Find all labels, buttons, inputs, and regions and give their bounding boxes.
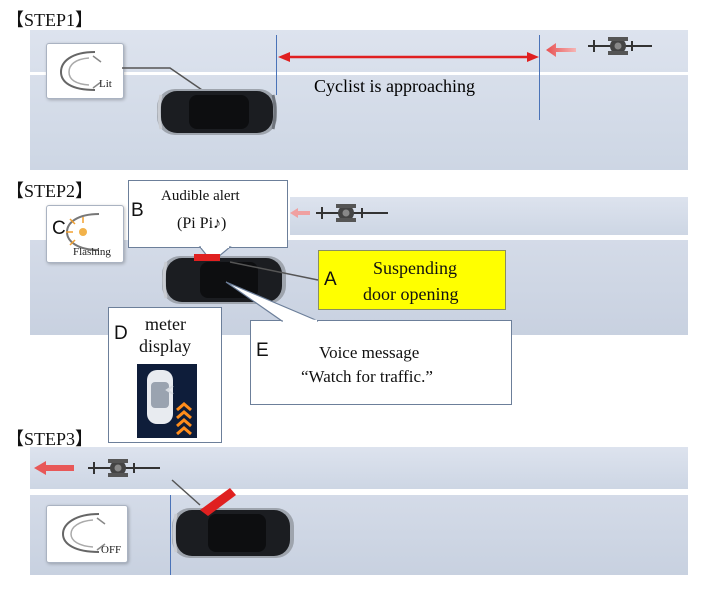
step2-cyclist-icon	[290, 204, 388, 222]
callout-d-line1: meter	[145, 314, 186, 334]
callout-audible-alert: Audible alert (Pi Pi♪)	[128, 180, 288, 248]
step3-departing-cyclist	[34, 459, 160, 477]
callout-a-line1: Suspending	[373, 258, 458, 278]
callout-b-line2: (Pi Pi♪)	[177, 215, 227, 232]
callout-suspending-door: Suspending door opening	[318, 250, 506, 310]
step3-label: 【STEP3】	[6, 429, 94, 449]
callout-meter-display: meter display	[108, 307, 222, 443]
step1-label: 【STEP1】	[6, 10, 94, 30]
callout-voice-message: Voice message “Watch for traffic.”	[250, 320, 512, 405]
step1-approach-arrow	[546, 43, 576, 57]
step1-mirror-indicator: Lit	[46, 43, 124, 99]
callout-a-letter: A	[324, 269, 337, 290]
callout-d-line2: display	[139, 336, 191, 356]
step2-car	[162, 254, 286, 304]
step3-mirror-indicator: OFF	[46, 505, 128, 563]
step1-mirror-status: Lit	[99, 78, 112, 90]
step3-guide-line	[170, 495, 171, 575]
callout-e-letter: E	[256, 340, 269, 361]
step2-mirror-indicator: Flashing	[46, 205, 124, 263]
meter-screen	[137, 364, 197, 438]
callout-e-line1: Voice message	[319, 343, 420, 362]
meter-car-icon	[147, 370, 192, 436]
step1-caption: Cyclist is approaching	[314, 76, 475, 96]
step2-label: 【STEP2】	[6, 181, 94, 201]
step1-guide-left	[276, 35, 277, 95]
open-door-indicator	[200, 488, 236, 516]
callout-b-letter: B	[131, 200, 144, 221]
step3-mirror-status: OFF	[101, 544, 122, 556]
mirror-icon	[61, 513, 106, 553]
mirror-icon	[59, 51, 102, 91]
door-sensor-indicator	[194, 254, 220, 261]
callout-d-letter: D	[114, 323, 128, 344]
callout-b-line1: Audible alert	[161, 188, 240, 204]
step1-guide-right	[539, 35, 540, 120]
callout-c-letter: C	[52, 218, 66, 239]
callout-e-line2: “Watch for traffic.”	[301, 367, 433, 386]
step2-mirror-status: Flashing	[73, 246, 111, 258]
step1-car	[157, 89, 277, 135]
chevron-up-icon	[176, 402, 192, 436]
step3-car	[172, 488, 294, 558]
step1-cyclist-icon	[588, 37, 652, 55]
flashing-mirror-icon	[65, 213, 100, 251]
callout-a-line2: door opening	[363, 284, 459, 304]
